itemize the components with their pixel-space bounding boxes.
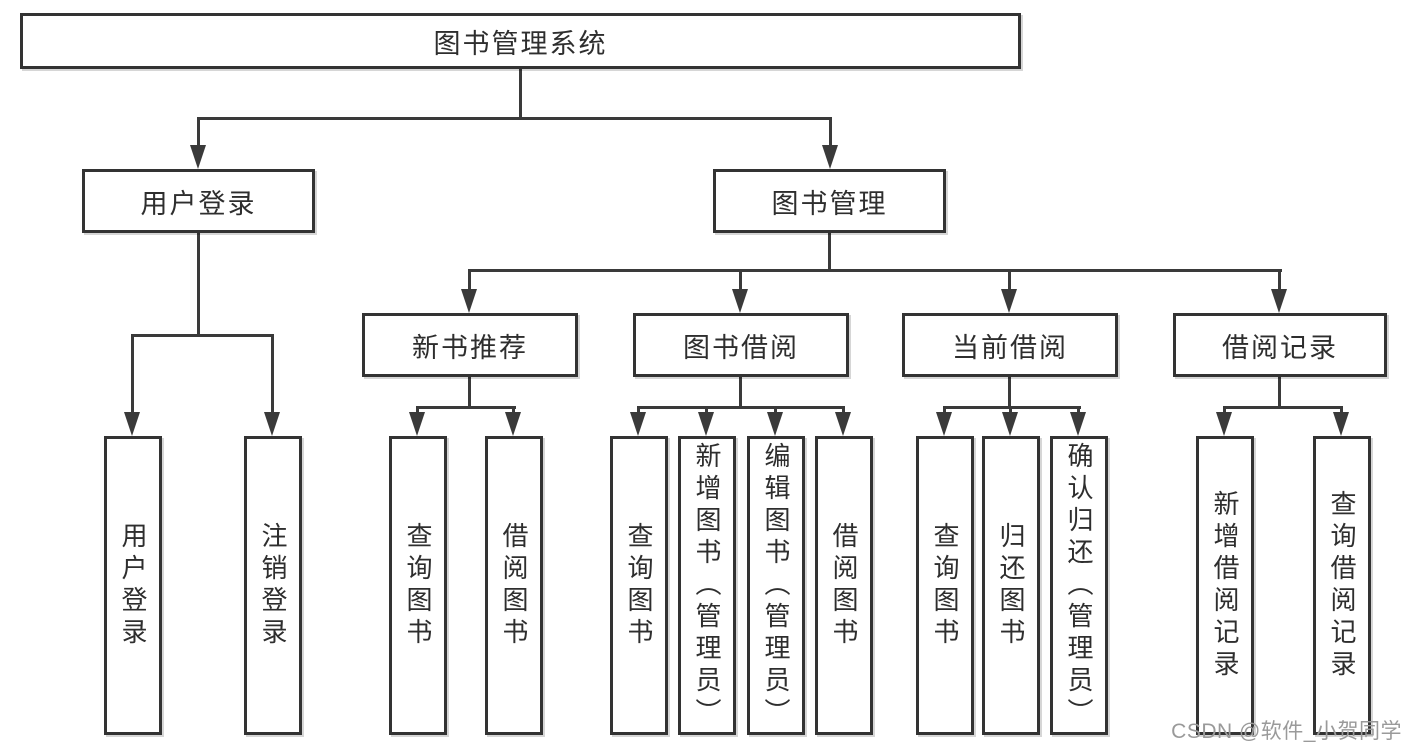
arrowhead-cb-1-icon bbox=[936, 412, 952, 436]
connector-drop-l3-3 bbox=[1008, 269, 1011, 292]
arrowhead-login-2-icon bbox=[264, 412, 280, 436]
arrowhead-nb-1-icon bbox=[409, 412, 425, 436]
arrowhead-cb-2-icon bbox=[1002, 412, 1018, 436]
arrowhead-br-2-icon bbox=[1333, 412, 1349, 436]
leaf-logout: 注销登录 bbox=[244, 436, 302, 735]
node-borrow-records-label: 借阅记录 bbox=[1222, 332, 1338, 363]
connector-h-root bbox=[197, 117, 832, 120]
connector-drop-l3-4 bbox=[1278, 269, 1281, 292]
leaf-query-books-new-label: 查询图书 bbox=[403, 521, 433, 650]
node-book-mgmt: 图书管理 bbox=[713, 169, 946, 233]
arrowhead-user-login-icon bbox=[190, 145, 206, 169]
node-current-borrow-label: 当前借阅 bbox=[952, 332, 1068, 363]
arrowhead-bb-1-icon bbox=[630, 412, 646, 436]
arrowhead-bb-4-icon bbox=[835, 412, 851, 436]
connector-drop-cb-3 bbox=[1077, 406, 1080, 416]
arrowhead-l3-3-icon bbox=[1001, 289, 1017, 313]
connector-drop-bb-4 bbox=[842, 406, 845, 416]
arrowhead-cb-3-icon bbox=[1070, 412, 1086, 436]
leaf-add-book-admin: 新增图书（管理员） bbox=[678, 436, 736, 735]
arrowhead-bb-2-icon bbox=[698, 412, 714, 436]
arrowhead-nb-2-icon bbox=[505, 412, 521, 436]
leaf-return-books: 归还图书 bbox=[982, 436, 1040, 735]
arrowhead-br-1-icon bbox=[1216, 412, 1232, 436]
node-book-borrow: 图书借阅 bbox=[633, 313, 849, 377]
leaf-query-books-current-label: 查询图书 bbox=[930, 521, 960, 650]
connector-h-book-borrow bbox=[637, 406, 845, 409]
leaf-query-books-borrow-label: 查询图书 bbox=[624, 521, 654, 650]
connector-drop-bb-2 bbox=[705, 406, 708, 416]
connector-drop-bb-3 bbox=[774, 406, 777, 416]
arrowhead-l3-2-icon bbox=[732, 289, 748, 313]
connector-drop-user-login bbox=[197, 117, 200, 149]
connector-h-user-login bbox=[131, 334, 274, 337]
connector-drop-login-2 bbox=[271, 334, 274, 416]
leaf-query-books-borrow: 查询图书 bbox=[610, 436, 668, 735]
leaf-logout-label: 注销登录 bbox=[258, 521, 288, 650]
node-borrow-records: 借阅记录 bbox=[1173, 313, 1387, 377]
node-new-books: 新书推荐 bbox=[362, 313, 578, 377]
connector-drop-nb-1 bbox=[416, 406, 419, 416]
connector-v-borrow-records bbox=[1278, 377, 1281, 409]
leaf-add-borrow-record: 新增借阅记录 bbox=[1196, 436, 1254, 735]
leaf-query-books-new: 查询图书 bbox=[389, 436, 447, 735]
leaf-confirm-return-admin: 确认归还（管理员） bbox=[1050, 436, 1108, 735]
connector-h-book-mgmt bbox=[468, 269, 1282, 272]
leaf-confirm-return-admin-label: 确认归还（管理员） bbox=[1064, 441, 1094, 730]
connector-h-current-borrow bbox=[943, 406, 1081, 409]
arrowhead-login-1-icon bbox=[124, 412, 140, 436]
arrowhead-l3-1-icon bbox=[461, 289, 477, 313]
csdn-watermark: CSDN @软件_小贺同学 bbox=[1171, 720, 1402, 743]
leaf-borrow-books-borrow-label: 借阅图书 bbox=[829, 521, 859, 650]
leaf-borrow-books-new: 借阅图书 bbox=[485, 436, 543, 735]
arrowhead-bb-3-icon bbox=[767, 412, 783, 436]
connector-drop-l3-1 bbox=[468, 269, 471, 292]
leaf-user-login-label: 用户登录 bbox=[118, 521, 148, 650]
connector-h-new-books bbox=[416, 406, 516, 409]
node-current-borrow: 当前借阅 bbox=[902, 313, 1118, 377]
leaf-add-borrow-record-label: 新增借阅记录 bbox=[1210, 489, 1240, 682]
leaf-edit-book-admin: 编辑图书（管理员） bbox=[747, 436, 805, 735]
arrowhead-l3-4-icon bbox=[1271, 289, 1287, 313]
leaf-add-book-admin-label: 新增图书（管理员） bbox=[692, 441, 722, 730]
connector-trunk-root bbox=[519, 69, 522, 119]
connector-drop-br-1 bbox=[1223, 406, 1226, 416]
connector-drop-login-1 bbox=[131, 334, 134, 416]
leaf-user-login: 用户登录 bbox=[104, 436, 162, 735]
connector-drop-l3-2 bbox=[739, 269, 742, 292]
connector-v-book-mgmt bbox=[828, 233, 831, 271]
leaf-query-borrow-record: 查询借阅记录 bbox=[1313, 436, 1371, 735]
connector-drop-cb-1 bbox=[943, 406, 946, 416]
connector-v-book-borrow bbox=[739, 377, 742, 409]
leaf-query-borrow-record-label: 查询借阅记录 bbox=[1327, 489, 1357, 682]
leaf-borrow-books-new-label: 借阅图书 bbox=[499, 521, 529, 650]
connector-drop-br-2 bbox=[1340, 406, 1343, 416]
arrowhead-book-mgmt-icon bbox=[822, 145, 838, 169]
connector-drop-nb-2 bbox=[512, 406, 515, 416]
leaf-borrow-books-borrow: 借阅图书 bbox=[815, 436, 873, 735]
connector-drop-cb-2 bbox=[1009, 406, 1012, 416]
connector-drop-bb-1 bbox=[637, 406, 640, 416]
node-root-label: 图书管理系统 bbox=[433, 28, 608, 59]
node-user-login-label: 用户登录 bbox=[140, 188, 257, 219]
node-new-books-label: 新书推荐 bbox=[412, 332, 528, 363]
node-book-borrow-label: 图书借阅 bbox=[683, 332, 799, 363]
connector-v-user-login bbox=[197, 233, 200, 336]
connector-h-borrow-records bbox=[1223, 406, 1343, 409]
leaf-edit-book-admin-label: 编辑图书（管理员） bbox=[761, 441, 791, 730]
node-user-login: 用户登录 bbox=[82, 169, 315, 233]
connector-v-current-borrow bbox=[1008, 377, 1011, 409]
node-root: 图书管理系统 bbox=[20, 13, 1021, 69]
leaf-query-books-current: 查询图书 bbox=[916, 436, 974, 735]
node-book-mgmt-label: 图书管理 bbox=[771, 188, 888, 219]
leaf-return-books-label: 归还图书 bbox=[996, 521, 1026, 650]
connector-drop-book-mgmt bbox=[829, 117, 832, 149]
connector-v-new-books bbox=[468, 377, 471, 409]
